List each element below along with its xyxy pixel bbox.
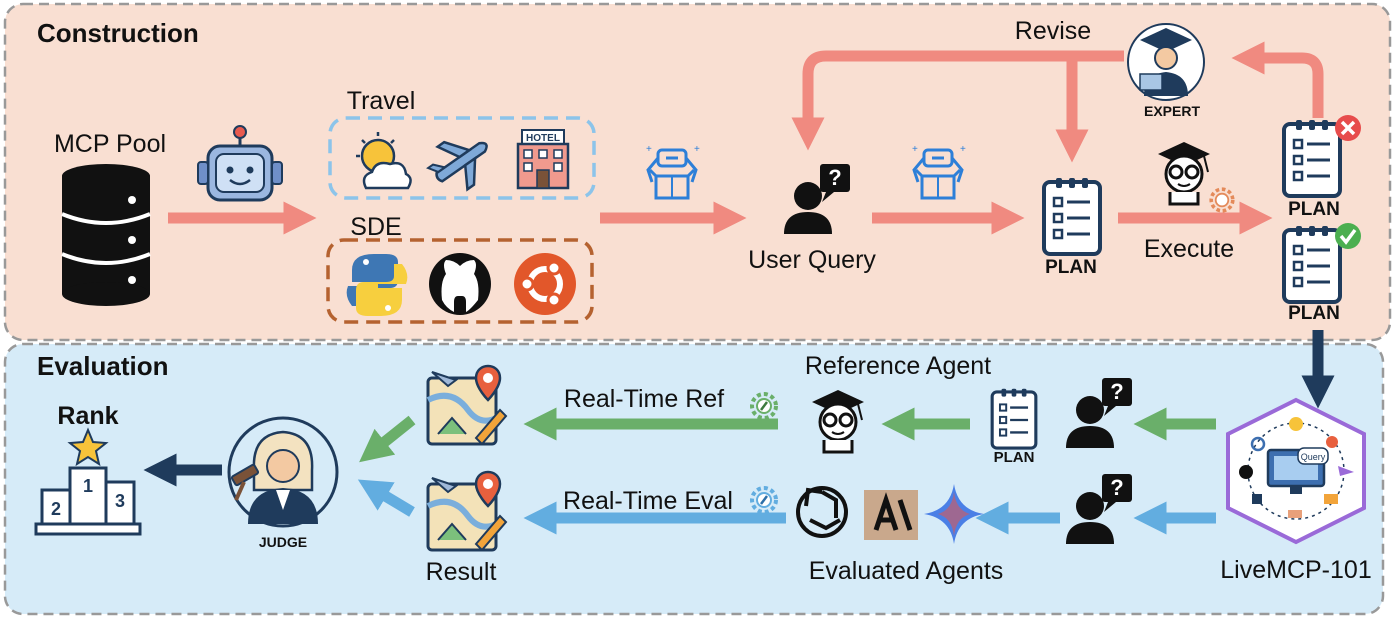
podium-third: 3 xyxy=(115,491,125,511)
arrow-rejected-to-expert xyxy=(1231,41,1324,118)
hotel-icon: HOTEL xyxy=(516,129,570,190)
sde-label: SDE xyxy=(350,213,401,241)
arrow-ref-result-to-judge xyxy=(359,415,416,463)
rank-label: Rank xyxy=(57,402,118,430)
plan-clipboard-icon xyxy=(1042,176,1102,256)
podium-second: 2 xyxy=(51,499,61,519)
hotel-sign: HOTEL xyxy=(526,133,560,144)
robot-icon xyxy=(197,125,283,202)
openai-icon xyxy=(796,486,848,538)
ref-plan-clipboard-icon xyxy=(990,387,1038,450)
livemcp-hub-icon: Query xyxy=(1226,397,1366,545)
reference-agent-label: Reference Agent xyxy=(805,352,991,380)
execute-label: Execute xyxy=(1144,235,1234,263)
arrow-revise-to-query xyxy=(791,50,1124,151)
python-icon xyxy=(346,254,408,316)
evaluation-title: Evaluation xyxy=(37,351,168,381)
evaluated-agents-label: Evaluated Agents xyxy=(809,557,1004,585)
podium-icon: 2 1 3 xyxy=(34,466,142,536)
real-time-ref-label: Real-Time Ref xyxy=(564,385,724,413)
mcp-pool-label: MCP Pool xyxy=(54,130,166,158)
plan-label: PLAN xyxy=(1045,257,1097,278)
eval-gear-icon xyxy=(750,486,778,514)
construction-panel xyxy=(3,2,1392,342)
ref-plan-label: PLAN xyxy=(994,449,1035,466)
database-icon xyxy=(61,164,151,306)
travel-group xyxy=(328,116,596,200)
accept-check-icon xyxy=(1335,223,1361,249)
judge-icon xyxy=(227,416,339,528)
weather-icon xyxy=(356,132,412,190)
real-time-eval-label: Real-Time Eval xyxy=(563,487,733,515)
ubuntu-icon xyxy=(514,253,576,315)
evaluation-panel xyxy=(3,342,1385,616)
rejected-plan-clipboard-icon xyxy=(1282,118,1342,198)
podium-first: 1 xyxy=(83,476,93,496)
arrow-eval-result-to-judge xyxy=(357,479,415,517)
sde-group xyxy=(326,238,594,324)
user-query-label: User Query xyxy=(748,246,876,274)
github-icon xyxy=(429,253,491,315)
hub-label: LiveMCP-101 xyxy=(1220,556,1371,584)
executor-gear-icon xyxy=(1209,187,1235,213)
expert-label: EXPERT xyxy=(1144,103,1200,119)
star-icon xyxy=(67,427,109,467)
construction-title: Construction xyxy=(37,18,199,48)
airplane-icon xyxy=(426,140,488,192)
anthropic-icon xyxy=(864,490,918,540)
reject-x-icon xyxy=(1335,115,1361,141)
expert-icon xyxy=(1127,23,1205,101)
result-label: Result xyxy=(426,558,497,586)
rejected-plan-label: PLAN xyxy=(1288,199,1340,220)
accepted-plan-label: PLAN xyxy=(1288,303,1340,324)
revise-label: Revise xyxy=(1015,17,1091,45)
gemini-icon xyxy=(924,484,984,544)
hub-query-bubble: Query xyxy=(1301,452,1326,462)
travel-label: Travel xyxy=(347,87,416,115)
accepted-plan-clipboard-icon xyxy=(1282,224,1342,304)
judge-label: JUDGE xyxy=(259,534,307,550)
